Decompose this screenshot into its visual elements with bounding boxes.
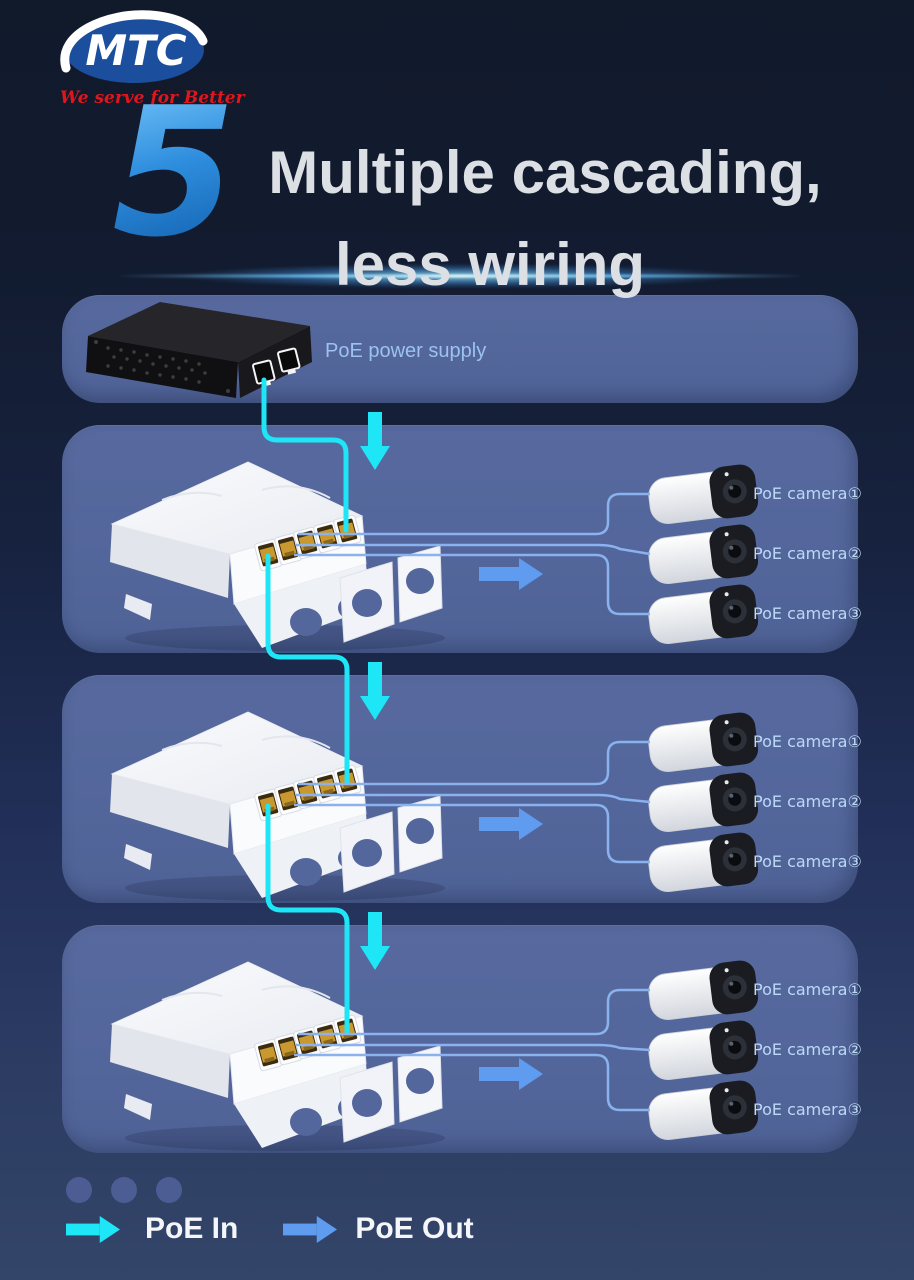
camera-label: PoE camera① (753, 980, 862, 999)
camera-label: PoE camera② (753, 1040, 862, 1059)
poe-camera-image (645, 523, 765, 587)
poe-camera-image (645, 771, 765, 835)
legend-poe-in-label: PoE In (145, 1212, 239, 1245)
poe-switch-image (100, 958, 530, 1158)
brand-tagline: We serve for Better (60, 88, 245, 108)
poe-camera-image (645, 959, 765, 1023)
camera-label: PoE camera③ (753, 604, 862, 623)
light-streak-decoration (85, 258, 835, 294)
camera-label: PoE camera② (753, 544, 862, 563)
camera-label: PoE camera③ (753, 852, 862, 871)
page-title-line2: less wiring (334, 231, 646, 298)
legend: PoE In PoE Out (66, 1212, 474, 1246)
poe-camera-image (645, 583, 765, 647)
feature-number: 5 (112, 69, 236, 276)
legend-poe-out-arrow-icon (283, 1216, 337, 1243)
camera-label: PoE camera② (753, 792, 862, 811)
camera-label: PoE camera① (753, 484, 862, 503)
mtc-logo: MTC (60, 10, 208, 83)
poe-camera-image (645, 463, 765, 527)
legend-dot (111, 1177, 137, 1203)
logo-swoosh (60, 10, 208, 73)
camera-label: PoE camera③ (753, 1100, 862, 1119)
poe-switch-image (100, 708, 530, 908)
camera-label: PoE camera① (753, 732, 862, 751)
page-title-line1: Multiple cascading, (268, 139, 822, 206)
legend-dot (66, 1177, 92, 1203)
poe-camera-image (645, 711, 765, 775)
poe-camera-image (645, 831, 765, 895)
continuation-dots (66, 1177, 182, 1203)
legend-poe-in-arrow-icon (66, 1216, 120, 1243)
legend-poe-out-label: PoE Out (355, 1212, 474, 1245)
legend-dot (156, 1177, 182, 1203)
poe-switch-image (100, 458, 530, 658)
poe-camera-image (645, 1019, 765, 1083)
psu-label: PoE power supply (325, 340, 487, 362)
logo-text: MTC (85, 26, 186, 75)
poe-injector-image (78, 296, 318, 400)
poe-camera-image (645, 1079, 765, 1143)
